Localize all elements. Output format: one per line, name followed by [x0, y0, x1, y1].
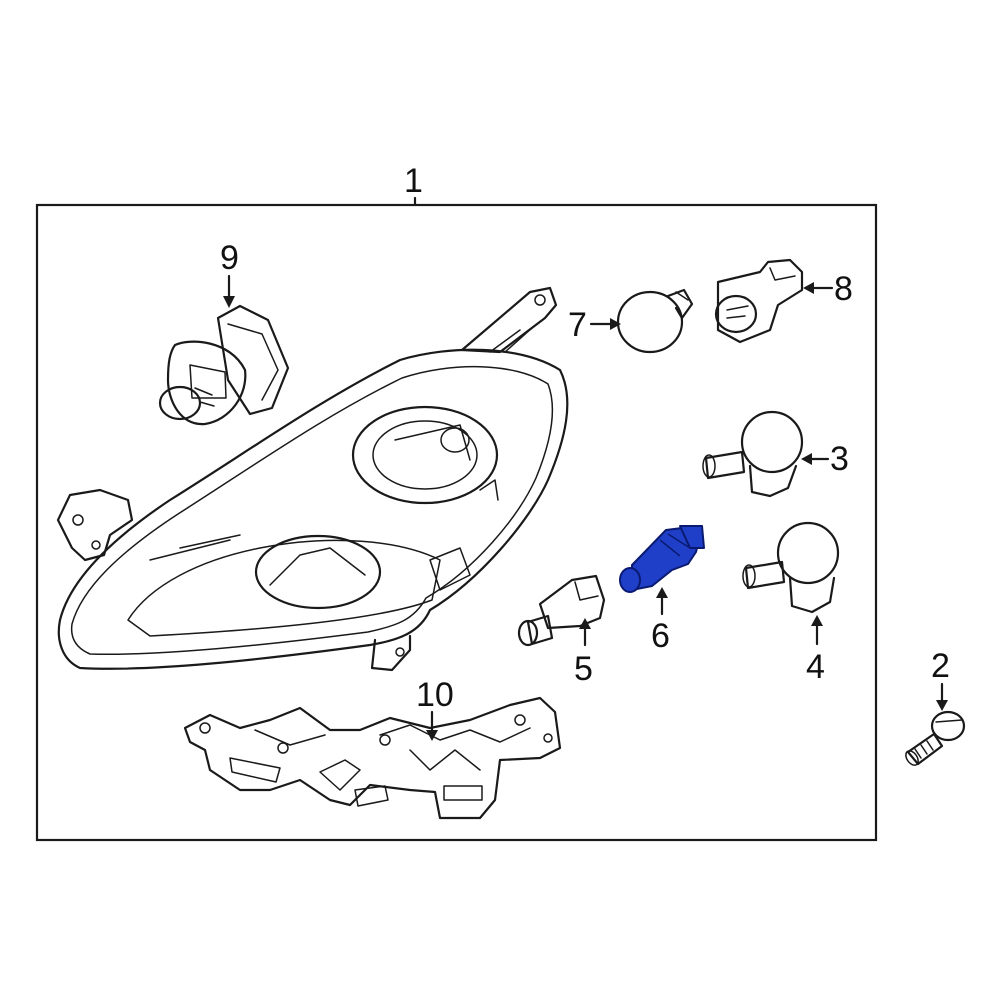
- bulb-4[interactable]: [742, 521, 840, 614]
- assembly-frame: [35, 203, 878, 842]
- socket-5[interactable]: [517, 574, 606, 647]
- callout-6[interactable]: 6: [651, 617, 670, 655]
- headlamp-housing[interactable]: [56, 286, 569, 672]
- callout-9[interactable]: 9: [220, 239, 239, 277]
- bulb-3[interactable]: [702, 410, 804, 498]
- callout-1[interactable]: 1: [404, 162, 423, 200]
- bulb-socket-9[interactable]: [158, 304, 290, 426]
- callout-3[interactable]: 3: [830, 440, 849, 478]
- bolt-2[interactable]: [903, 710, 966, 767]
- callout-10[interactable]: 10: [416, 676, 454, 714]
- callout-4[interactable]: 4: [806, 648, 825, 686]
- bracket-10[interactable]: [183, 696, 562, 820]
- bulb-7[interactable]: [616, 288, 694, 354]
- bulb-6-highlighted[interactable]: [619, 525, 705, 593]
- callout-5[interactable]: 5: [574, 650, 593, 688]
- callout-2[interactable]: 2: [931, 647, 950, 685]
- callout-7[interactable]: 7: [568, 306, 587, 344]
- callout-8[interactable]: 8: [834, 270, 853, 308]
- socket-8[interactable]: [714, 258, 804, 344]
